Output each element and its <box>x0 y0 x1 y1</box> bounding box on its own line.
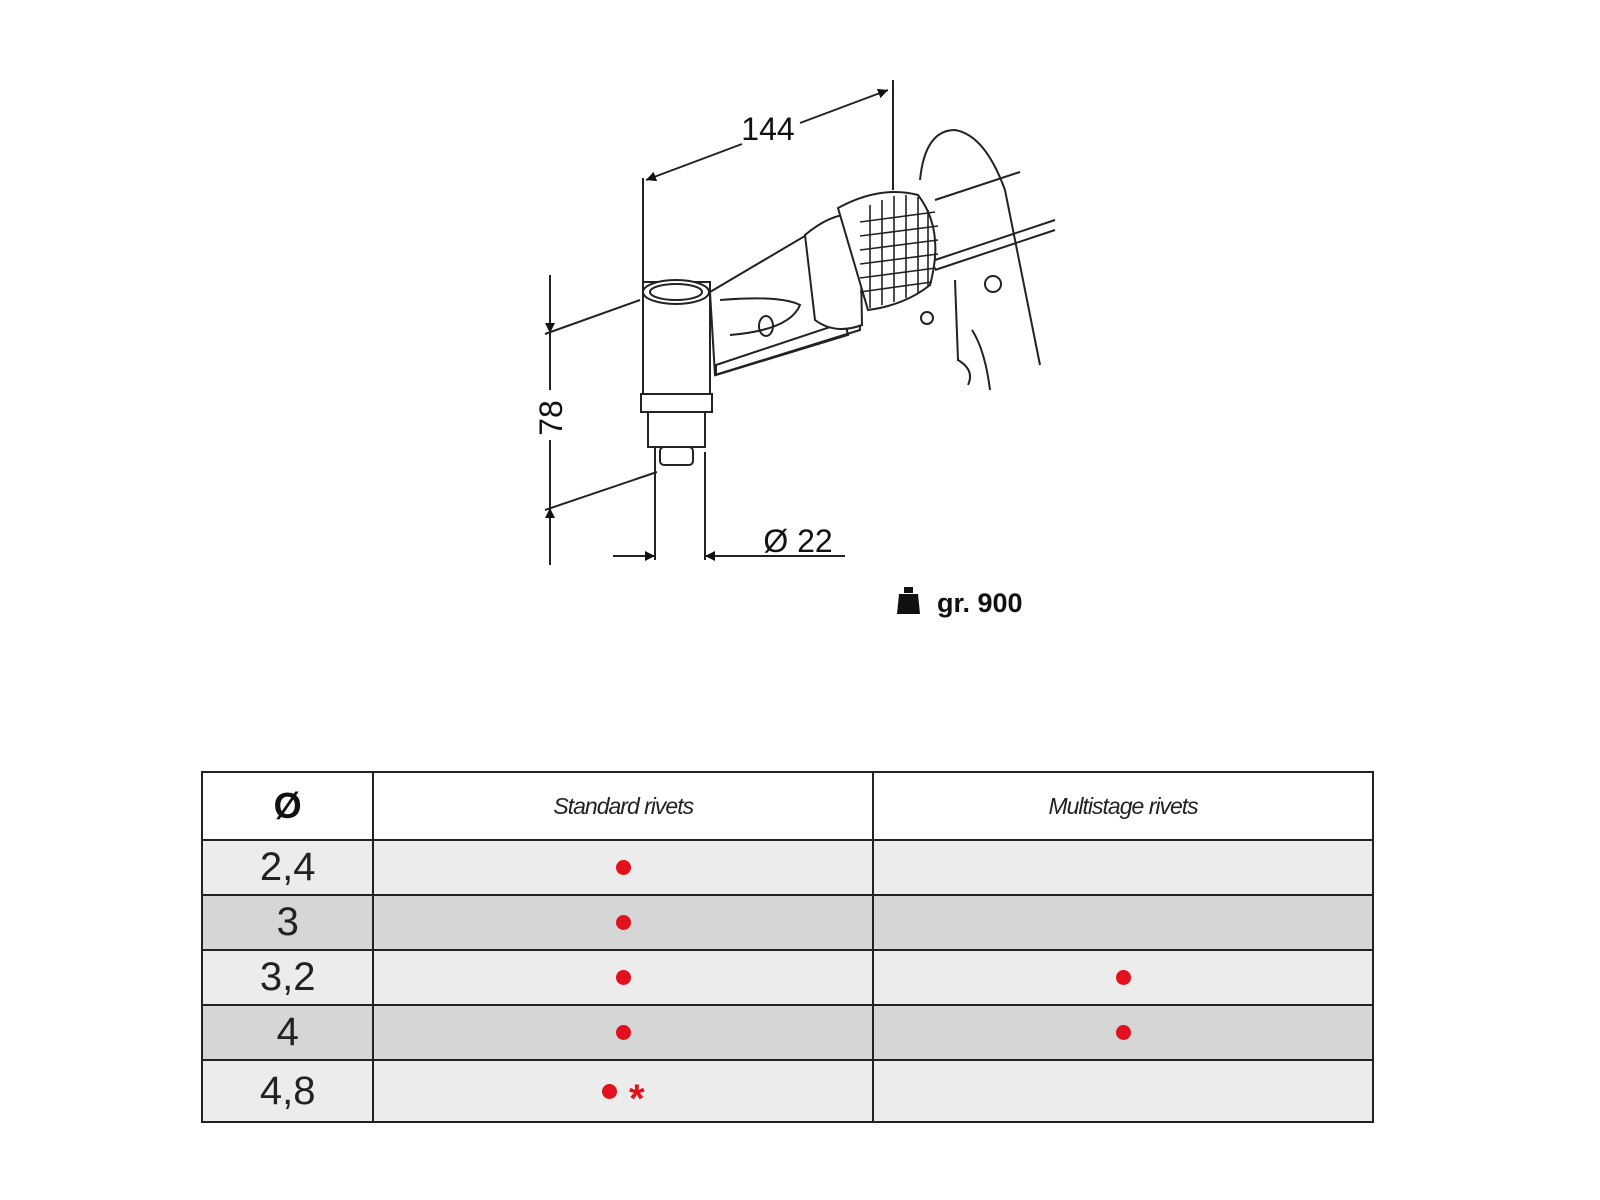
diameter-cell: 4 <box>200 1004 375 1061</box>
diameter-cell: 4,8 <box>200 1059 375 1123</box>
standard-cell <box>372 1004 875 1061</box>
diameter-cell: 2,4 <box>200 839 375 896</box>
supported-dot-icon <box>615 969 631 985</box>
weight-icon <box>897 587 920 614</box>
table-row: 3 <box>200 894 1374 951</box>
note-asterisk: * <box>628 1077 645 1121</box>
height-dimension-label: 78 <box>533 400 569 436</box>
diameter-dimension-label: Ø 22 <box>763 523 832 559</box>
supported-dot-icon <box>615 1024 631 1040</box>
table-row: 4,8 * <box>200 1059 1374 1123</box>
table-header-row: Ø Standard rivets Multistage rivets <box>200 771 1374 841</box>
header-standard-rivets: Standard rivets <box>372 771 875 841</box>
supported-dot-icon <box>601 1083 617 1099</box>
supported-dot-icon <box>1115 1024 1131 1040</box>
multistage-cell <box>872 949 1374 1006</box>
header-diameter: Ø <box>200 771 375 841</box>
table-row: 4 <box>200 1004 1374 1061</box>
multistage-cell <box>872 839 1374 896</box>
supported-dot-icon <box>615 859 631 875</box>
multistage-cell <box>872 1004 1374 1061</box>
standard-cell <box>372 949 875 1006</box>
standard-cell <box>372 839 875 896</box>
diameter-cell: 3 <box>200 894 375 951</box>
riveter-head-illustration <box>640 128 1056 466</box>
length-dimension-label: 144 <box>741 111 794 147</box>
table-row: 2,4 <box>200 839 1374 896</box>
length-dimension-line <box>645 143 743 182</box>
supported-dot-icon <box>615 914 631 930</box>
multistage-cell <box>872 1059 1374 1123</box>
multistage-cell <box>872 894 1374 951</box>
standard-cell: * <box>372 1059 875 1123</box>
supported-dot-icon <box>1115 969 1131 985</box>
tool-dimension-drawing: 144 78 Ø 22 gr. 900 <box>533 80 1056 618</box>
weight-label: gr. 900 <box>937 588 1023 618</box>
standard-cell <box>372 894 875 951</box>
table-row: 3,2 <box>200 949 1374 1006</box>
diameter-cell: 3,2 <box>200 949 375 1006</box>
header-multistage-rivets: Multistage rivets <box>872 771 1374 841</box>
